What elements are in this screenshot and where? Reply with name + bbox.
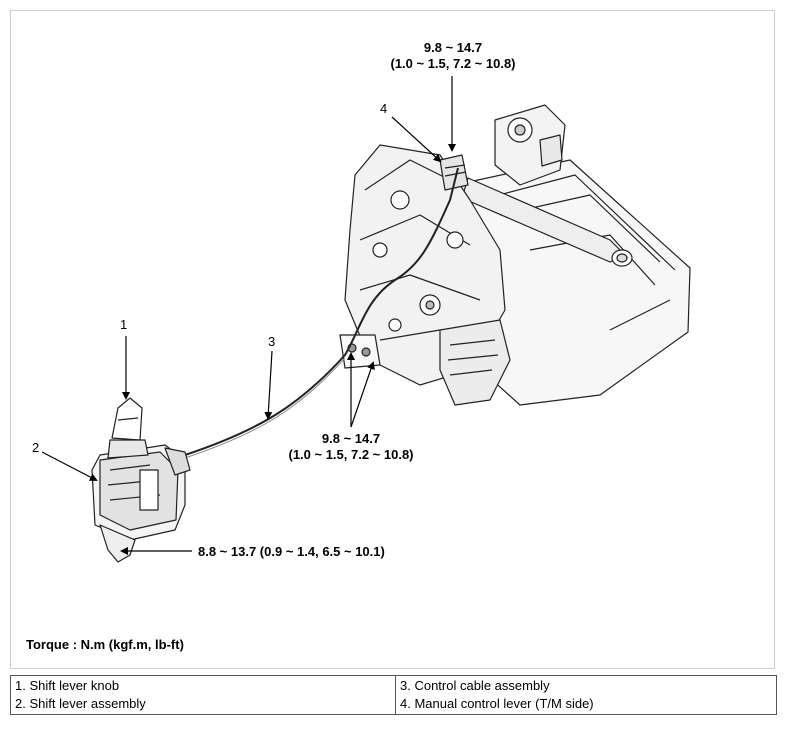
callout-1: 1 (120, 317, 128, 332)
legend-item-4: 4. Manual control lever (T/M side) (400, 696, 594, 711)
torque-middle-line2: (1.0 ~ 1.5, 7.2 ~ 10.8) (288, 447, 414, 462)
leader-3 (264, 350, 273, 420)
torque-top-line2: (1.0 ~ 1.5, 7.2 ~ 10.8) (390, 56, 516, 71)
parts-legend-table: 1. Shift lever knob 2. Shift lever assem… (10, 675, 777, 715)
torque-spec-top: 9.8 ~ 14.7 (1.0 ~ 1.5, 7.2 ~ 10.8) (370, 40, 536, 72)
shift-lever-assembly-illustration (91, 397, 191, 563)
legend-cell-right: 3. Control cable assembly 4. Manual cont… (395, 675, 777, 715)
torque-unit-legend: Torque : N.m (kgf.m, lb-ft) (26, 637, 184, 652)
torque-top-line1: 9.8 ~ 14.7 (423, 40, 483, 55)
leader-torque-middle-b (350, 361, 375, 428)
callout-2: 2 (32, 440, 40, 455)
control-cable-shadow (184, 357, 346, 459)
table-row: 1. Shift lever knob 2. Shift lever assem… (10, 675, 777, 715)
legend-cell-left: 1. Shift lever knob 2. Shift lever assem… (10, 675, 396, 715)
torque-middle-line1: 9.8 ~ 14.7 (321, 431, 381, 446)
leader-lines (41, 76, 456, 555)
transaxle-engine-illustration (339, 104, 691, 406)
control-cable (184, 167, 459, 456)
leader-4 (391, 116, 442, 163)
callout-4: 4 (380, 101, 388, 116)
legend-item-2: 2. Shift lever assembly (15, 696, 146, 711)
exploded-view-drawing (41, 76, 691, 563)
callout-3: 3 (268, 334, 276, 349)
torque-spec-bottom: 8.8 ~ 13.7 (0.9 ~ 1.4, 6.5 ~ 10.1) (198, 544, 385, 559)
leader-2 (41, 451, 98, 481)
legend-item-1: 1. Shift lever knob (15, 678, 120, 693)
legend-item-3: 3. Control cable assembly (400, 678, 550, 693)
torque-spec-middle: 9.8 ~ 14.7 (1.0 ~ 1.5, 7.2 ~ 10.8) (268, 431, 434, 463)
